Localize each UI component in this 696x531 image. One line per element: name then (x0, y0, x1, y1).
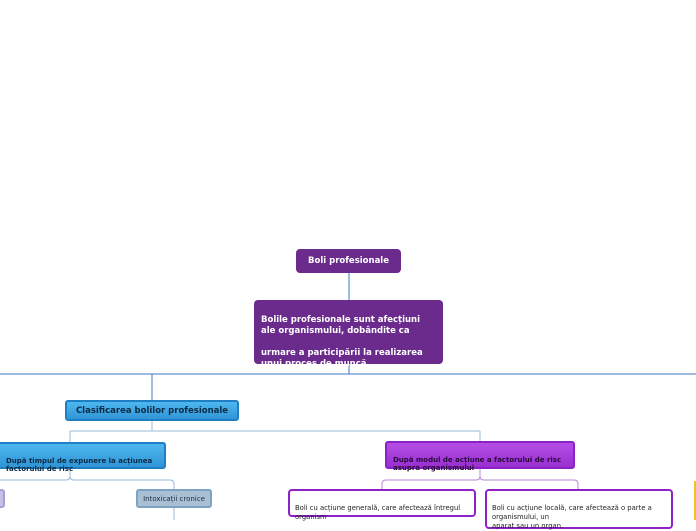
definition-node[interactable]: Bolile profesionale sunt afecțiuni ale o… (254, 300, 443, 369)
connector-action-children (381, 469, 579, 489)
action-mode-branch-node[interactable]: După modul de acțiune a factorului de ri… (385, 441, 575, 472)
partially-visible-leaf-node[interactable] (0, 489, 5, 508)
general-action-label: Boli cu acțiune generală, care afectează… (295, 504, 461, 521)
action-mode-label: După modul de acțiune a factorului de ri… (393, 456, 562, 472)
connector-exposure-children (0, 469, 175, 489)
chronic-intoxication-node[interactable]: Intoxicații cronice (136, 489, 212, 508)
general-action-node[interactable]: Boli cu acțiune generală, care afectează… (288, 489, 476, 521)
mind-map-canvas: Boli profesionale Bolile profesionale su… (0, 249, 696, 530)
connector-lines (0, 273, 696, 520)
local-action-label: Boli cu acțiune locală, care afectează o… (492, 504, 652, 530)
root-label: Boli profesionale (308, 256, 389, 266)
classification-node[interactable]: Clasificarea bolilor profesionale (65, 400, 239, 421)
chronic-intoxication-label: Intoxicații cronice (143, 494, 205, 503)
definition-text: Bolile profesionale sunt afecțiuni ale o… (261, 315, 423, 369)
exposure-time-branch-node[interactable]: După timpul de expunere la acțiunea fact… (0, 442, 166, 473)
classification-label: Clasificarea bolilor profesionale (75, 405, 229, 416)
exposure-time-label: După timpul de expunere la acțiunea fact… (6, 457, 153, 473)
root-node[interactable]: Boli profesionale (296, 249, 401, 273)
offscreen-node-edge (694, 481, 696, 520)
local-action-node[interactable]: Boli cu acțiune locală, care afectează o… (485, 489, 673, 530)
